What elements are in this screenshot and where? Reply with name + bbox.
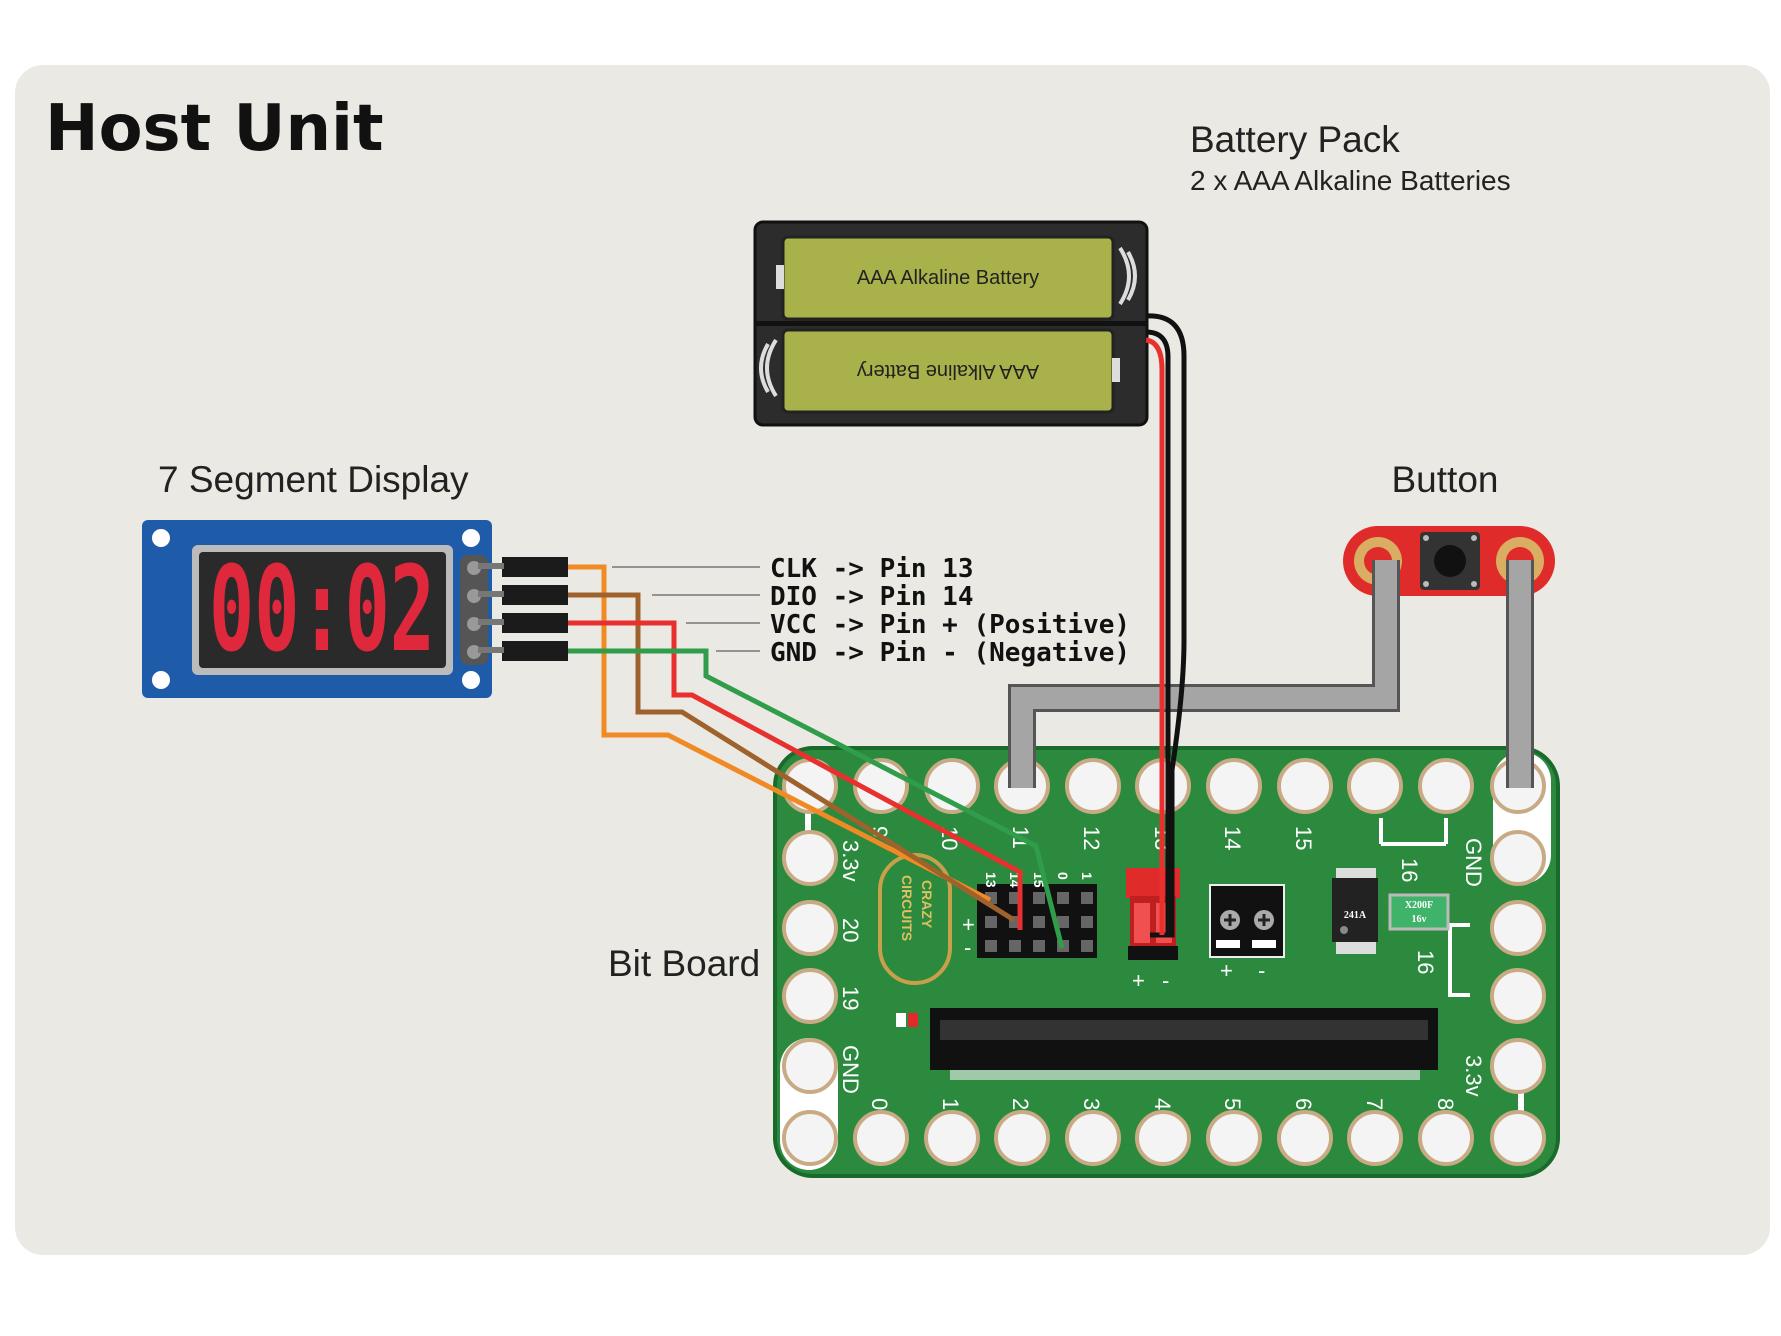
display-title: 7 Segment Display xyxy=(158,459,469,500)
left-pin-pads xyxy=(782,830,838,1094)
header-label-13: 13 xyxy=(983,872,999,888)
logo-line-1: CRAZY xyxy=(919,880,935,929)
page-title: Host Unit xyxy=(45,92,384,166)
edge-connector-slot xyxy=(930,1008,1438,1080)
wire-clk xyxy=(568,564,992,903)
bit-board-title: Bit Board xyxy=(608,943,760,984)
connector-minus-label: - xyxy=(1162,968,1169,993)
pin-label-5: 5 xyxy=(1220,1098,1245,1110)
battery-wire-black xyxy=(1145,329,1171,938)
connection-label-gnd: GND -> Pin - (Negative) xyxy=(770,638,1130,668)
battery-pack: AAA Alkaline Battery AAA Alkaline Batter… xyxy=(753,220,1149,427)
crazy-circuits-logo: CRAZY CIRCUITS xyxy=(878,853,952,985)
header-pins xyxy=(977,884,1097,958)
fuse-label-2: 16v xyxy=(1412,914,1427,925)
terminal-minus-label: - xyxy=(1258,958,1265,983)
battery-pack-subtitle: 2 x AAA Alkaline Batteries xyxy=(1190,165,1511,196)
bottom-pin-pads xyxy=(782,1110,1546,1166)
jumper-headers xyxy=(478,557,568,661)
logo-line-2: CIRCUITS xyxy=(899,875,915,941)
header-label-1: 1 xyxy=(1079,872,1095,880)
pin-label-left-3v3: 3.3v xyxy=(838,840,863,882)
pin-label-16-a: 16 xyxy=(1397,858,1422,882)
button-title: Button xyxy=(1392,459,1499,500)
connection-label-dio: DIO -> Pin 14 xyxy=(770,582,974,612)
pin-label-4: 4 xyxy=(1150,1098,1175,1110)
connection-label-clk: CLK -> Pin 13 xyxy=(770,554,974,584)
right-pin-pads xyxy=(1490,830,1546,1094)
pin-label-2: 2 xyxy=(1008,1098,1033,1110)
terminal-plus-label: + xyxy=(1220,958,1233,983)
seven-segment-display: 00:02 xyxy=(142,520,492,698)
pin-label-6: 6 xyxy=(1291,1098,1316,1110)
pin-label-7: 7 xyxy=(1362,1098,1387,1110)
battery-cell-label-bottom: AAA Alkaline Battery xyxy=(857,360,1039,382)
pin-label-1: 1 xyxy=(938,1098,963,1110)
connector-plus-label: + xyxy=(1132,968,1145,993)
header-label-0: 0 xyxy=(1055,872,1071,880)
battery-cell-label-top: AAA Alkaline Battery xyxy=(857,267,1039,289)
pin-label-15: 15 xyxy=(1291,826,1316,850)
connection-label-vcc: VCC -> Pin + (Positive) xyxy=(770,610,1130,640)
header-minus-label: - xyxy=(964,935,971,960)
pin-label-20: 20 xyxy=(838,918,863,942)
pin-label-0: 0 xyxy=(867,1098,892,1110)
battery-pack-title: Battery Pack xyxy=(1190,119,1400,160)
pin-label-8: 8 xyxy=(1433,1098,1458,1110)
pin-label-right-3v3: 3.3v xyxy=(1461,1055,1486,1097)
bit-board: 9 10 11 12 13 14 15 0 1 2 3 4 5 6 7 8 3.… xyxy=(773,746,1560,1178)
header-plus-label: + xyxy=(962,912,975,937)
fuse: X200F 16v xyxy=(1388,893,1450,931)
fuse-label-1: X200F xyxy=(1405,900,1433,911)
screw-terminal xyxy=(1209,884,1285,958)
chip: 241A xyxy=(1332,868,1378,954)
pin-label-3: 3 xyxy=(1079,1098,1104,1110)
pin-label-left-gnd: GND xyxy=(838,1045,863,1094)
pin-label-19: 19 xyxy=(838,986,863,1010)
pin-label-right-gnd: GND xyxy=(1461,838,1486,887)
wire-gnd xyxy=(568,648,1065,949)
chip-label: 241A xyxy=(1344,910,1367,921)
battery-wire-red xyxy=(1145,337,1165,935)
wire-dio xyxy=(568,592,1016,923)
wire-vcc xyxy=(568,620,1023,930)
display-digits: 00:02 xyxy=(209,540,435,678)
pin-label-14: 14 xyxy=(1220,826,1245,850)
pin-label-16-b: 16 xyxy=(1413,950,1438,974)
pin-label-12: 12 xyxy=(1079,826,1104,850)
